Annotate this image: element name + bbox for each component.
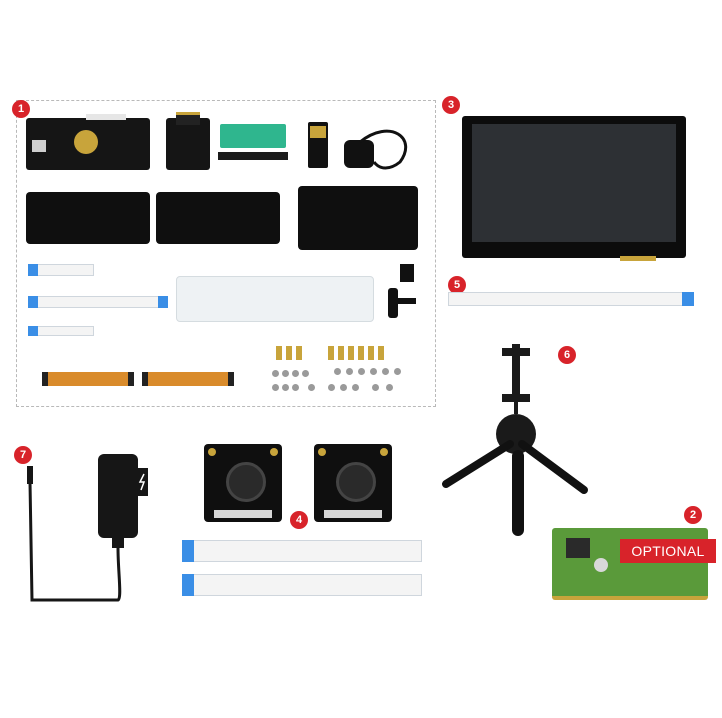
kit-group-outline — [16, 100, 436, 407]
badge-7: 7 — [14, 446, 32, 464]
display-connector — [620, 256, 656, 261]
adapter-board — [166, 112, 210, 170]
fpc-cable-short-2 — [28, 326, 94, 336]
display-fpc-cable — [448, 292, 694, 306]
flex-cable-2 — [142, 372, 234, 386]
optional-label: OPTIONAL — [620, 539, 716, 563]
badge-4: 4 — [290, 511, 308, 529]
badge-2: 2 — [684, 506, 702, 524]
pin-header — [218, 152, 288, 160]
tripod-with-holder — [442, 344, 588, 536]
gpio-adapter-board — [220, 124, 286, 148]
badge-5: 5 — [448, 276, 466, 294]
camera-bracket — [382, 262, 418, 320]
flex-cable-1 — [42, 372, 134, 386]
mount-plate-middle — [156, 192, 280, 244]
usb-otg-cable-wire — [359, 129, 408, 170]
hdmi-adapter — [308, 122, 328, 168]
acrylic-plate — [176, 276, 374, 322]
fpc-cable-long — [28, 296, 168, 308]
badge-6: 6 — [558, 346, 576, 364]
camera-module-1 — [204, 444, 282, 522]
usb-otg-cable — [344, 140, 374, 168]
base-board — [26, 114, 150, 170]
fpc-cable-short-1 — [28, 264, 94, 276]
camera-module-2 — [314, 444, 392, 522]
screws-and-spacers — [268, 346, 408, 402]
power-adapter — [27, 454, 148, 602]
camera-fpc-cable-2 — [182, 574, 422, 596]
mount-plate-left — [26, 192, 150, 244]
mount-plate-right — [298, 186, 418, 250]
touch-display — [462, 116, 686, 258]
camera-fpc-cable-1 — [182, 540, 422, 562]
badge-3: 3 — [442, 96, 460, 114]
badge-1: 1 — [12, 100, 30, 118]
